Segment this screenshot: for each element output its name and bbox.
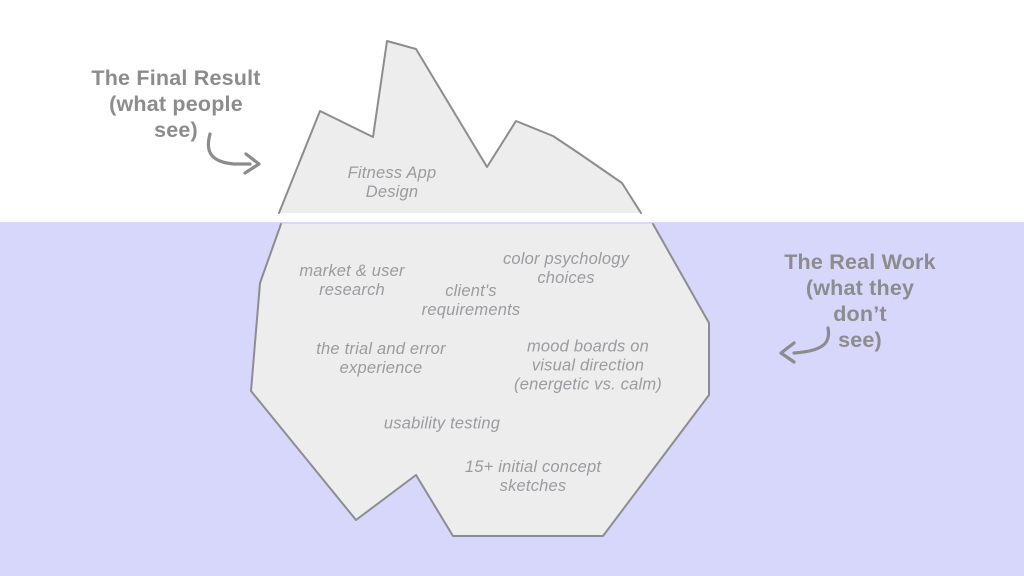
real-work-arrow-icon [779, 326, 831, 364]
final-result-arrow-icon [206, 132, 261, 175]
iceberg-tip-label: Fitness App Design [347, 164, 437, 201]
iceberg-above-water-outline [278, 40, 642, 214]
iceberg-hidden-work-label: mood boards on visual direction (energet… [514, 337, 662, 394]
final-result-heading: The Final Result (what people see) [91, 66, 261, 142]
iceberg-below-water-shape [251, 224, 709, 536]
iceberg-hidden-work-label: usability testing [383, 414, 501, 433]
iceberg-hidden-work-label: market & user research [299, 262, 405, 299]
iceberg-hidden-work-label: client's requirements [421, 282, 521, 319]
real-work-heading: The Real Work (what they don’t see) [784, 250, 936, 352]
iceberg-hidden-work-label: 15+ initial concept sketches [464, 458, 602, 495]
iceberg-hidden-work-label: color psychology choices [502, 250, 630, 287]
iceberg-hidden-work-label: the trial and error experience [316, 340, 446, 377]
iceberg-above-water-shape [279, 41, 641, 213]
iceberg-below-water-outline [250, 223, 710, 537]
